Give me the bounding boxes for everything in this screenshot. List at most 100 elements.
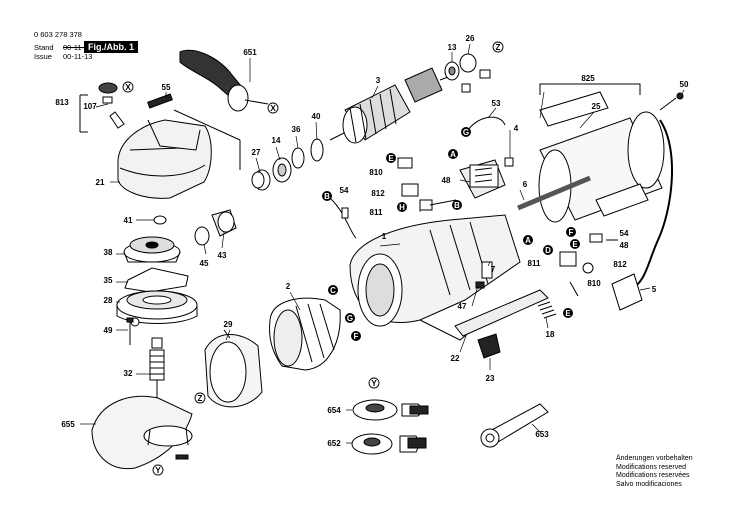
- connector-b: B: [454, 201, 460, 210]
- marker-circles: [122, 41, 504, 476]
- side-handle-651: [179, 49, 269, 112]
- power-cable-5: [611, 119, 674, 311]
- clip-40: [310, 138, 324, 162]
- mark-z: Z: [496, 43, 501, 52]
- connector-c: C: [330, 286, 336, 295]
- switch-assembly-4: [459, 116, 514, 199]
- mark-x: X: [270, 104, 276, 113]
- drawing-number: 0 603 278 378: [34, 30, 82, 39]
- part-label-811: 811: [528, 259, 541, 268]
- stand-date: 00-11-02: [63, 43, 93, 52]
- part-label-655: 655: [61, 420, 75, 429]
- figure-label: Fig./Abb. 1: [84, 41, 138, 53]
- part-label-22: 22: [451, 354, 460, 363]
- part-label-811: 811: [370, 208, 383, 217]
- clamp-nut-654: [352, 399, 429, 421]
- note-line: Salvo modificaciones: [616, 480, 682, 488]
- part-label-32: 32: [124, 369, 133, 378]
- part-label-36: 36: [292, 125, 301, 134]
- part-label-825: 825: [581, 74, 595, 83]
- brush-holder-6: [517, 175, 591, 211]
- part-label-107: 107: [83, 102, 97, 111]
- part-label-654: 654: [327, 406, 341, 415]
- part-label-28: 28: [104, 296, 113, 305]
- part-label-53: 53: [492, 99, 501, 108]
- part-label-45: 45: [200, 259, 209, 268]
- part-label-55: 55: [162, 83, 171, 92]
- footer-notes: Änderungen vorbehalten Modifications res…: [616, 455, 693, 489]
- part-label-43: 43: [218, 251, 227, 260]
- part-label-651: 651: [243, 48, 257, 57]
- part-label-26: 26: [466, 34, 475, 43]
- part-label-18: 18: [546, 330, 555, 339]
- ring-36: [291, 147, 305, 169]
- mounting-flange-652: [351, 433, 427, 455]
- part-label-50: 50: [680, 80, 689, 89]
- fan-baffle-29: [204, 329, 263, 408]
- bearing-flange-28: [116, 267, 198, 327]
- part-label-29: 29: [224, 320, 233, 329]
- part-label-652: 652: [327, 439, 341, 448]
- issue-date: 00-11-13: [63, 52, 93, 61]
- leader-lines: [80, 43, 685, 444]
- screw-49: [126, 317, 134, 345]
- part-label-14: 14: [272, 136, 281, 145]
- mark-y: Y: [155, 466, 161, 475]
- part-label-1: 1: [382, 232, 387, 241]
- part-label-6: 6: [523, 180, 528, 189]
- armature-3: [329, 67, 457, 144]
- part-label-41: 41: [124, 216, 133, 225]
- note-line: Modifications reserved: [616, 463, 687, 471]
- part-label-25: 25: [592, 102, 601, 111]
- motor-housing-sleeve-25: [538, 83, 665, 223]
- screw-50: [659, 92, 684, 111]
- bearing-14: [272, 157, 292, 183]
- mark-x: X: [125, 83, 131, 92]
- part-label-653: 653: [535, 430, 549, 439]
- connector-f: F: [569, 228, 574, 237]
- part-label-810: 810: [369, 168, 383, 177]
- part-label-812: 812: [613, 260, 627, 269]
- connector-g: G: [347, 314, 353, 323]
- switch-slide-22: [454, 261, 549, 359]
- part-label-35: 35: [104, 276, 113, 285]
- part-label-27: 27: [252, 148, 261, 157]
- mark-y: Y: [371, 379, 377, 388]
- part-label-810: 810: [587, 279, 601, 288]
- connector-b: B: [324, 192, 330, 201]
- pinion-43: [194, 209, 237, 246]
- part-label-23: 23: [486, 374, 495, 383]
- connector-e: E: [388, 154, 394, 163]
- part-label-21: 21: [96, 178, 105, 187]
- part-label-49: 49: [104, 326, 113, 335]
- connector-a: A: [450, 150, 456, 159]
- part-label-813: 813: [55, 98, 69, 107]
- field-coil-2: [269, 297, 341, 371]
- part-label-40: 40: [312, 112, 321, 121]
- bearing-13: [444, 61, 460, 81]
- part-label-47: 47: [458, 302, 467, 311]
- gear-housing-21: [117, 109, 241, 199]
- wire-54: [329, 197, 357, 239]
- cap-assembly-813: [79, 82, 125, 133]
- part-label-3: 3: [376, 76, 381, 85]
- part-label-4: 4: [514, 124, 519, 133]
- note-line: Modifications reservées: [616, 472, 690, 479]
- note-line: Änderungen vorbehalten: [616, 455, 693, 462]
- connector-d: D: [545, 246, 551, 255]
- mark-z: Z: [198, 394, 203, 403]
- part-label-5: 5: [652, 285, 657, 294]
- connector-dots: [322, 127, 580, 341]
- connector-h: H: [399, 203, 405, 212]
- terminal-block-811: [397, 157, 457, 211]
- part-label-13: 13: [448, 43, 457, 52]
- connector-f: F: [354, 332, 359, 341]
- part-label-48: 48: [620, 241, 629, 250]
- connector-e: E: [565, 309, 571, 318]
- connector-a: A: [525, 236, 531, 245]
- cap-26: [459, 53, 491, 93]
- issue-label: Issue: [34, 52, 52, 61]
- bearing-27: [251, 169, 271, 191]
